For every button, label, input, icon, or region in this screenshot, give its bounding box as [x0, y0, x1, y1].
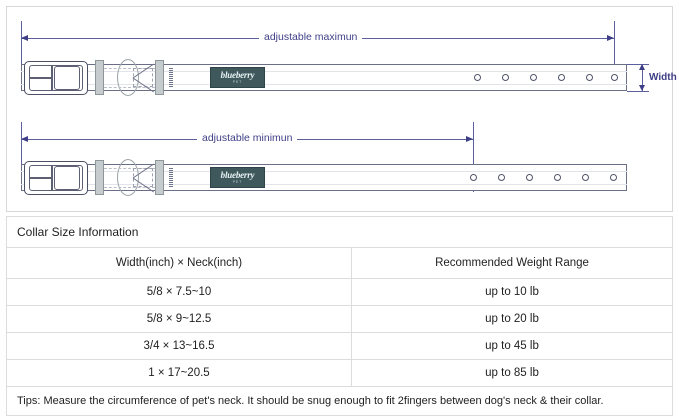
cell-weight: up to 85 lb — [485, 367, 539, 379]
strap-edge-line2-max — [21, 84, 627, 85]
care-label-max — [169, 68, 173, 87]
strap-hole — [554, 174, 561, 181]
cell-size: 3/4 × 13~16.5 — [7, 333, 352, 359]
dim-extension-left-min — [21, 122, 22, 172]
buckle-bar-horizontal-max — [29, 77, 53, 79]
strap-hole — [470, 174, 477, 181]
stitch-line-bottom-max — [104, 87, 155, 88]
strap-edge-line-min — [21, 171, 627, 172]
brand-tag-min: blueberry PET — [210, 167, 265, 188]
cell-size: 5/8 × 7.5~10 — [7, 279, 352, 305]
table-row: 5/8 × 7.5~10 up to 10 lb — [7, 279, 672, 306]
dim-label-maximum: adjustable maximun — [259, 31, 363, 43]
table-title-row: Collar Size Information — [7, 217, 672, 248]
cell-size: 1 × 17~20.5 — [7, 360, 352, 386]
keeper-loop-2-min — [155, 160, 164, 195]
width-label: Width — [649, 72, 677, 83]
header-weight: Recommended Weight Range — [435, 257, 589, 269]
cell-weight: up to 45 lb — [485, 340, 539, 352]
care-label-min — [169, 168, 173, 187]
strap-hole — [474, 74, 481, 81]
table-title: Collar Size Information — [17, 225, 139, 239]
dim-arrow-left-max — [21, 34, 28, 41]
width-tick-top — [627, 64, 649, 65]
strap-hole — [526, 174, 533, 181]
strap-hole — [586, 74, 593, 81]
width-dim-line — [642, 64, 643, 91]
dim-arrow-right-max — [607, 34, 614, 41]
strap-hole — [502, 74, 509, 81]
brand-sub-min: PET — [232, 179, 243, 184]
x-stitch-box-max — [133, 68, 153, 87]
width-arrow-up — [638, 64, 645, 70]
table-tips-row: Tips: Measure the circumference of pet's… — [7, 387, 672, 416]
stitch-line-bottom-min — [104, 187, 155, 188]
width-tick-bottom — [627, 91, 649, 92]
cell-size: 5/8 × 9~12.5 — [7, 306, 352, 332]
keeper-loop-1-min — [95, 160, 104, 195]
dim-arrow-left-min — [21, 135, 28, 142]
buckle-bar-horizontal-min — [29, 177, 53, 179]
stitch-line-top-min — [104, 168, 155, 169]
strap-hole — [498, 174, 505, 181]
collar-size-table: Collar Size Information Width(inch) × Ne… — [6, 216, 673, 416]
table-row: 5/8 × 9~12.5 up to 20 lb — [7, 306, 672, 333]
brand-tag-max: blueberry PET — [210, 67, 265, 88]
collar-diagram-minimum: adjustable minimun blueberry PET — [7, 107, 674, 207]
keeper-loop-2-max — [155, 60, 164, 95]
dim-arrow-right-min — [466, 135, 473, 142]
brand-name-max: blueberry — [220, 69, 255, 80]
keeper-loop-1-max — [95, 60, 104, 95]
dim-extension-right-max — [614, 21, 615, 81]
brand-name-min: blueberry — [220, 169, 255, 180]
brand-sub-max: PET — [232, 79, 243, 84]
table-row: 3/4 × 13~16.5 up to 45 lb — [7, 333, 672, 360]
strap-edge-line2-min — [21, 184, 627, 185]
diagram-panel: adjustable maximun blueb — [6, 6, 677, 212]
buckle-tongue-min — [54, 166, 80, 190]
table-header-row: Width(inch) × Neck(inch) Recommended Wei… — [7, 248, 672, 279]
cell-weight: up to 20 lb — [485, 313, 539, 325]
strap-hole — [582, 174, 589, 181]
strap-hole — [530, 74, 537, 81]
dim-label-minimum: adjustable minimun — [197, 132, 298, 144]
buckle-tongue-max — [54, 66, 80, 90]
collar-diagram-maximum: adjustable maximun blueb — [7, 7, 677, 107]
stitch-line-top-max — [104, 68, 155, 69]
strap-hole — [610, 174, 617, 181]
table-row: 1 × 17~20.5 up to 85 lb — [7, 360, 672, 387]
dim-extension-right-min — [473, 122, 474, 192]
dim-extension-left-max — [21, 21, 22, 71]
header-size: Width(inch) × Neck(inch) — [7, 248, 352, 278]
cell-weight: up to 10 lb — [485, 286, 539, 298]
strap-hole — [558, 74, 565, 81]
tips-text: Tips: Measure the circumference of pet's… — [17, 395, 604, 407]
strap-hole — [611, 74, 618, 81]
strap-edge-line-max — [21, 71, 627, 72]
width-arrow-down — [638, 85, 645, 91]
x-stitch-box-min — [133, 168, 153, 187]
